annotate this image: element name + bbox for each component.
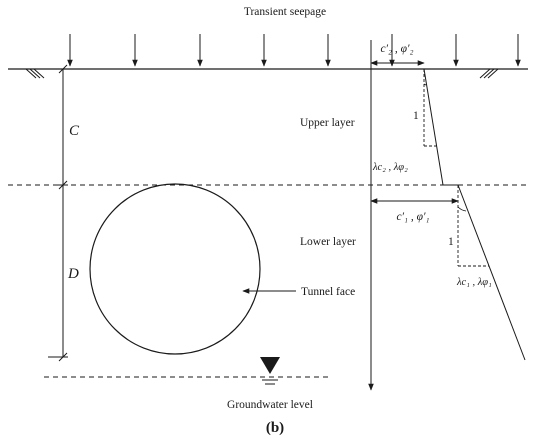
upper-slope-triangle <box>423 69 437 147</box>
tunnel-circle <box>89 183 261 355</box>
title-text: Transient seepage <box>244 6 326 18</box>
upper-layer-label: Upper layer <box>300 117 355 129</box>
dimension-lines <box>48 64 68 362</box>
upper-gradient-label: λc₂ , λφ₂ <box>372 162 408 173</box>
lower-layer-label: Lower layer <box>300 236 356 248</box>
water-table-symbol <box>260 357 280 385</box>
groundwater-label: Groundwater level <box>227 399 313 411</box>
ground-hatch-right <box>479 68 499 79</box>
upper-slope-one: 1 <box>413 110 419 122</box>
lower-slope-triangle <box>457 185 489 267</box>
lower-strength-profile <box>457 184 526 361</box>
seepage-arrows <box>67 34 521 67</box>
tunnel-face-label: Tunnel face <box>301 286 355 298</box>
dimension-C-label: C <box>69 123 80 139</box>
upper-params-label: c′₂ , φ′₂ <box>380 43 413 55</box>
caption-label: (b) <box>266 420 284 436</box>
lower-gradient-label: λc₁ , λφ₁ <box>456 277 492 288</box>
upper-strength-profile <box>423 68 444 186</box>
ground-hatch-left <box>25 68 45 79</box>
lower-slope-one: 1 <box>448 236 454 248</box>
lower-params-label: c′₁ , φ′₁ <box>396 211 429 223</box>
dimension-D-label: D <box>67 266 79 282</box>
